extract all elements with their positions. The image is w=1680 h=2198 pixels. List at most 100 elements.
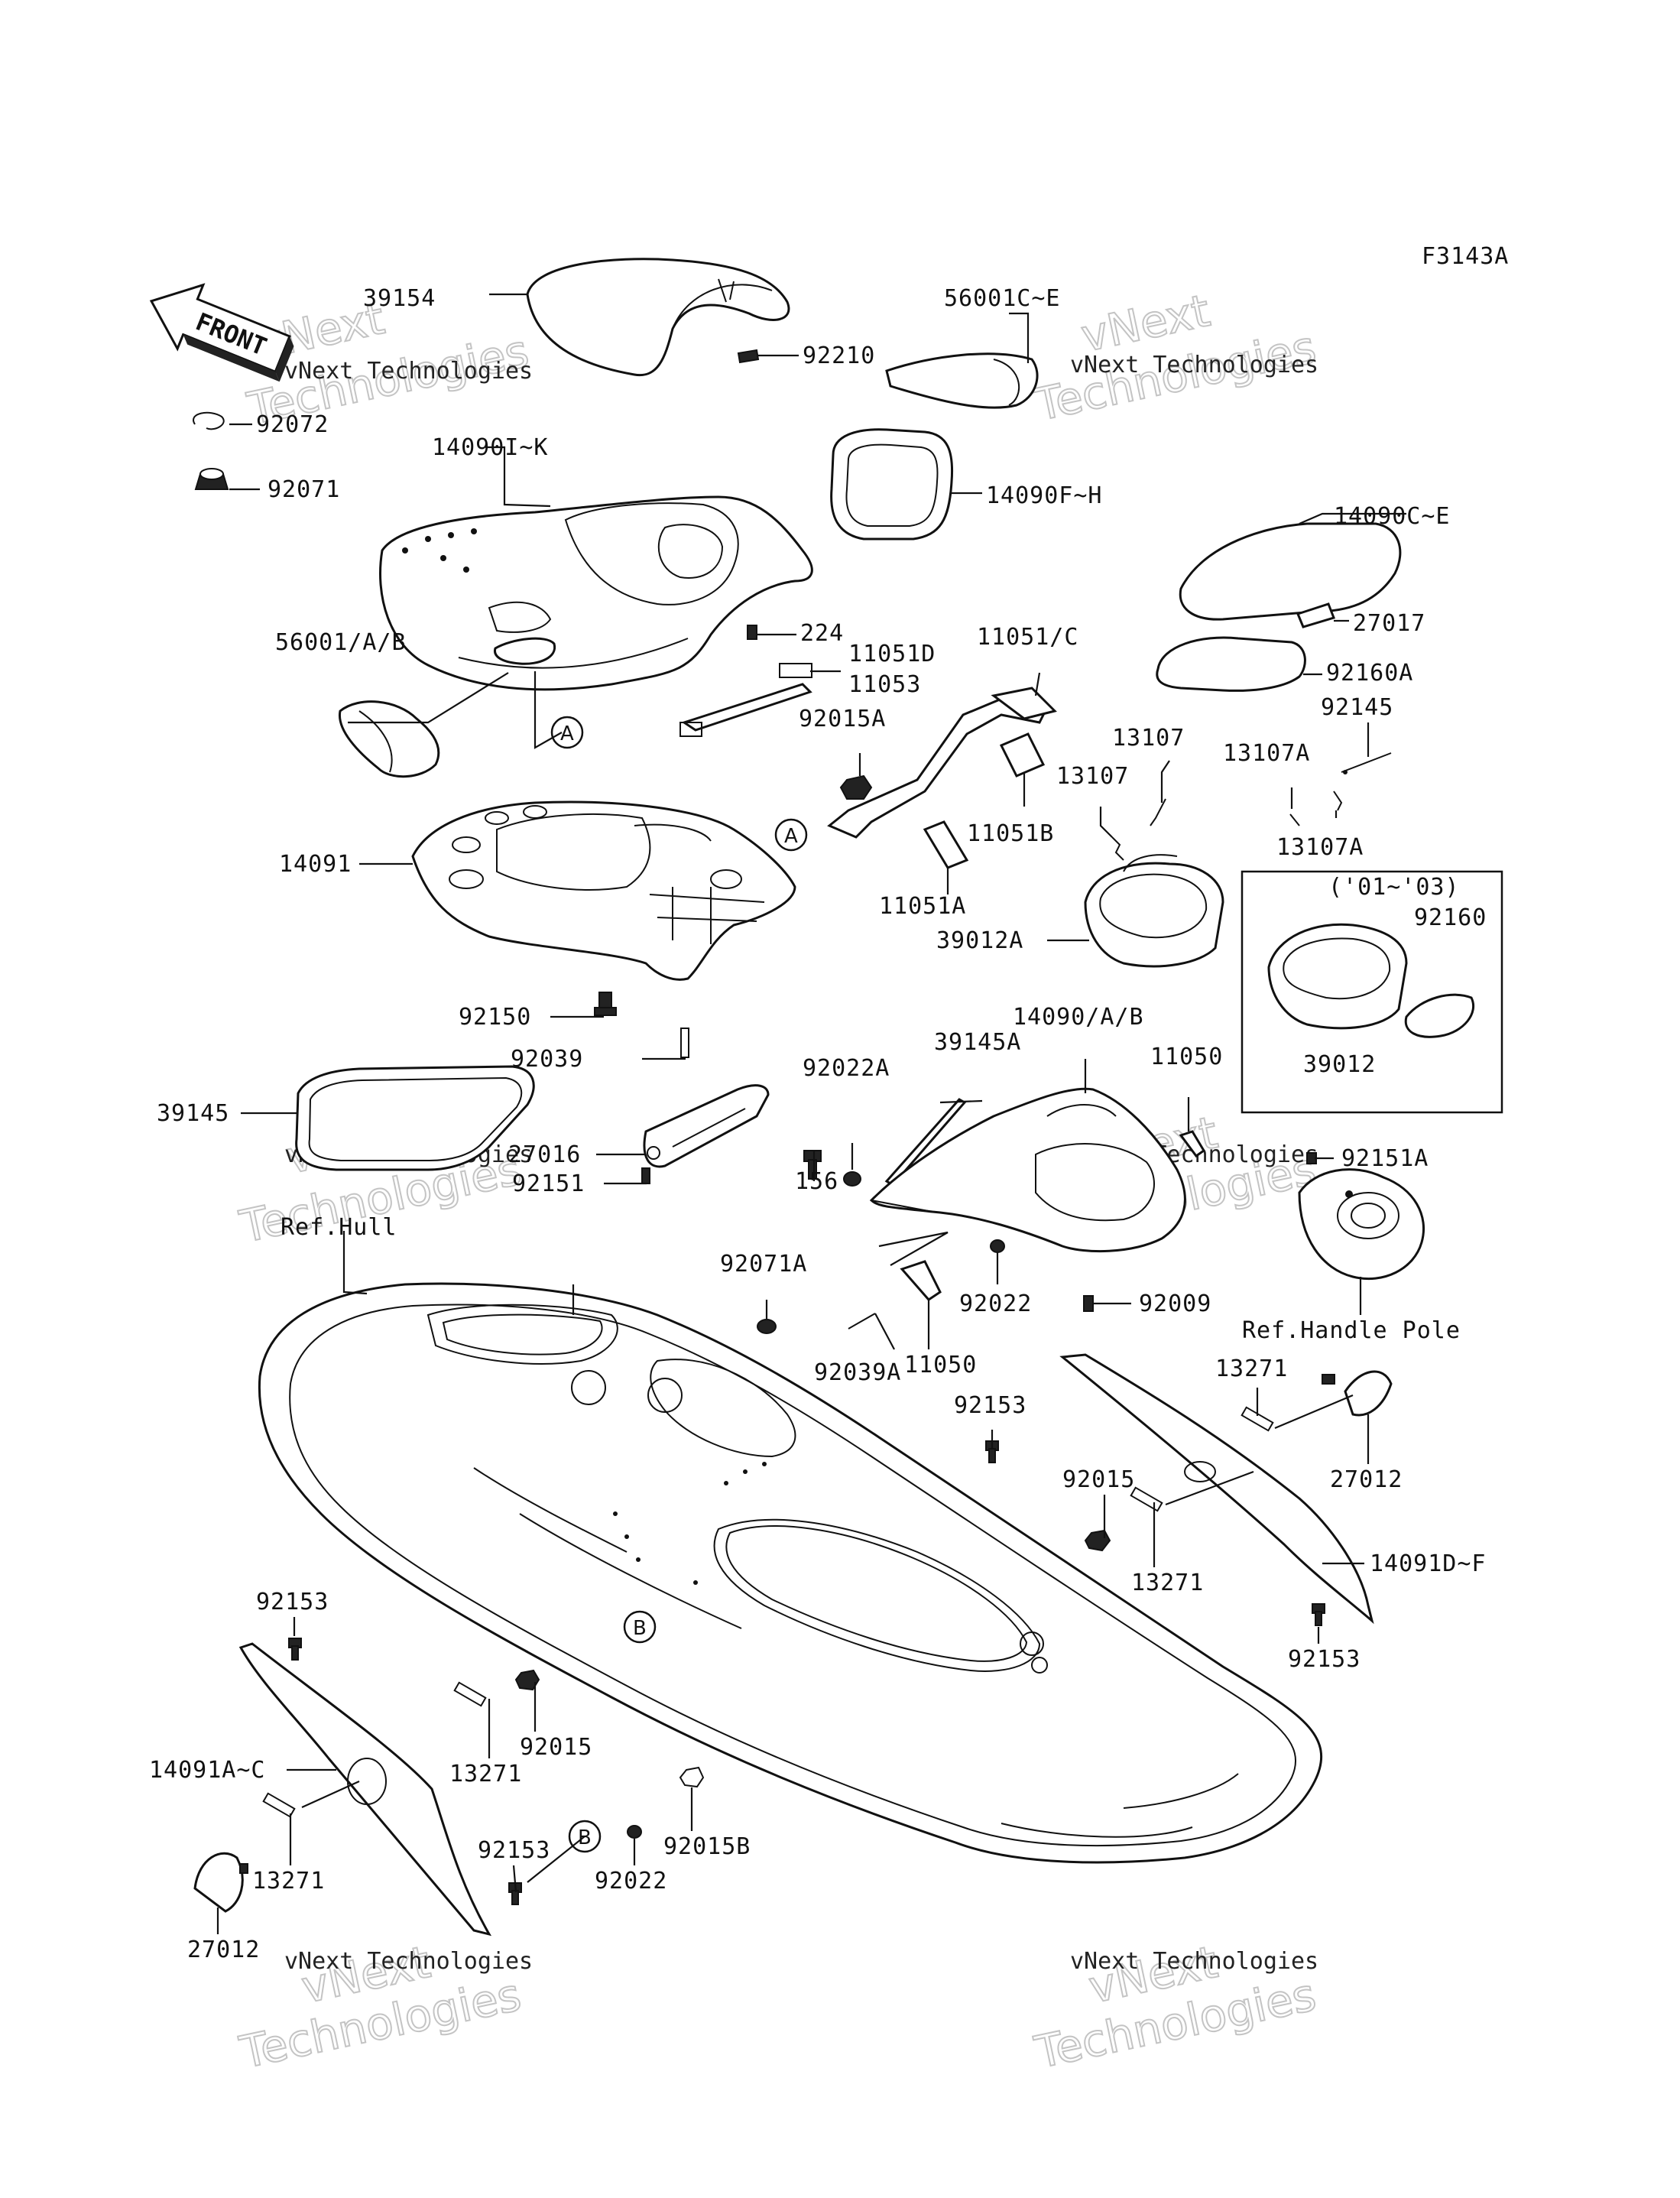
- bracket-11051b-part: [999, 732, 1046, 778]
- label-92145: 92145: [1321, 694, 1393, 721]
- label-13107-a: 13107: [1112, 725, 1185, 752]
- label-11051d: 11051D: [848, 641, 936, 667]
- part-labels: 39154 92072 92071 92210 56001C~E 14090I~…: [149, 285, 1487, 1963]
- cover-pad-14090c-part: [1179, 522, 1402, 621]
- bucket-39012a-part: [1084, 854, 1224, 968]
- label-14090i-k: 14090I~K: [432, 434, 549, 461]
- grommet-92071a-part: [757, 1319, 777, 1334]
- label-92160a: 92160A: [1326, 660, 1413, 687]
- svg-text:B: B: [633, 1617, 647, 1640]
- label-92015-a: 92015: [1062, 1466, 1135, 1493]
- svg-text:A: A: [560, 722, 574, 745]
- label-92015b: 92015B: [663, 1833, 751, 1860]
- nut-92015-right-part: [1084, 1529, 1111, 1552]
- label-92015a: 92015A: [799, 706, 886, 732]
- label-27017-part: [1296, 602, 1335, 628]
- nut-92015b-part: [679, 1766, 705, 1788]
- label-92160: 92160: [1414, 904, 1487, 931]
- label-92015-b: 92015: [520, 1734, 592, 1761]
- bolt-92210-part: [737, 349, 760, 364]
- washer-92022-b-part: [627, 1825, 642, 1839]
- label-27016: 27016: [508, 1141, 581, 1168]
- label-92153-b: 92153: [1288, 1646, 1361, 1673]
- label-14091: 14091: [279, 851, 352, 878]
- label-92153-d: 92153: [478, 1837, 550, 1864]
- label-14091d-f: 14091D~F: [1370, 1550, 1487, 1577]
- label-13271-a: 13271: [1215, 1355, 1288, 1382]
- bracket-11051c-part: [827, 687, 1057, 839]
- bracket-11051a-part: [923, 820, 969, 869]
- screw-92009-part: [1083, 1295, 1094, 1312]
- label-92210: 92210: [803, 343, 875, 369]
- clip-13107-part: [1111, 791, 1343, 861]
- label-14090c-e: 14090C~E: [1334, 503, 1451, 530]
- label-39145a: 39145A: [934, 1029, 1021, 1056]
- hull-part: [258, 1282, 1323, 1864]
- bracket-27016-part: [643, 1084, 770, 1168]
- washer-92022-part: [990, 1239, 1005, 1253]
- label-ref-handle-pole: Ref.Handle Pole: [1242, 1317, 1461, 1344]
- label-11050-a: 11050: [1150, 1044, 1223, 1070]
- label-13107a-a: 13107A: [1223, 740, 1310, 767]
- screw-224-part: [747, 625, 757, 640]
- seat-cover-part: [526, 258, 790, 377]
- screw-92151-part: [641, 1167, 650, 1184]
- label-92151: 92151: [512, 1170, 585, 1197]
- bolt-92153-c-part: [288, 1638, 302, 1661]
- label-224: 224: [800, 620, 844, 647]
- strap-13271-c-part: [453, 1681, 487, 1707]
- bracket-11050-top-part: [1179, 1130, 1206, 1158]
- gasket-39145-part: [295, 1065, 535, 1171]
- strap-13271-a-part: [1241, 1406, 1274, 1432]
- bolt-92150-part: [594, 992, 617, 1016]
- label-14090-a-b: 14090/A/B: [1013, 1004, 1144, 1031]
- label-156: 156: [795, 1168, 838, 1195]
- label-13271-d: 13271: [252, 1868, 325, 1894]
- bracket-11051d-part: [679, 663, 812, 737]
- label-11051-c: 11051/C: [977, 624, 1078, 651]
- front-arrow-icon: FRONT: [149, 283, 294, 382]
- label-ref-hull: Ref.Hull: [281, 1214, 397, 1241]
- bracket-27012-right-part: [1322, 1370, 1393, 1417]
- svg-text:B: B: [578, 1826, 592, 1849]
- label-92022-b: 92022: [595, 1868, 667, 1894]
- side-rail-14091a-part: [238, 1642, 492, 1937]
- strap-13271-d-part: [262, 1792, 296, 1818]
- ref-marker-a-1: A: [550, 716, 584, 749]
- nut-92015a-part: [839, 774, 873, 800]
- bracket-27012-left-part: [193, 1852, 248, 1913]
- label-14091a-c: 14091A~C: [149, 1757, 266, 1784]
- label-92153-c: 92153: [256, 1589, 329, 1615]
- label-39012: 39012: [1303, 1051, 1376, 1078]
- label-13271-b: 13271: [1131, 1570, 1204, 1596]
- label-39145: 39145: [157, 1100, 229, 1127]
- bolt-156-part: [803, 1150, 822, 1180]
- label-92039: 92039: [511, 1046, 583, 1073]
- label-27017: 27017: [1353, 610, 1425, 637]
- label-11053: 11053: [848, 671, 921, 698]
- ref-marker-a-2: A: [774, 818, 808, 852]
- label-13107-b: 13107: [1056, 763, 1129, 790]
- label-year-range: ('01~'03): [1328, 874, 1460, 901]
- watermark-bottom-left: Technologies vNext vNext Technologies: [235, 1935, 533, 2079]
- label-92153-a: 92153: [954, 1392, 1026, 1419]
- pin-92039-part: [680, 1028, 689, 1058]
- pad-92160a-part: [1156, 636, 1306, 692]
- label-13107a-b: 13107A: [1276, 834, 1364, 861]
- small-cover-56001-part: [494, 637, 556, 665]
- grommet-part: [194, 468, 229, 490]
- svg-text:vNext Technologies: vNext Technologies: [1070, 352, 1318, 378]
- label-11050-b: 11050: [904, 1352, 977, 1378]
- label-11051a: 11051A: [879, 893, 966, 920]
- bracket-11050-bottom-part: [900, 1260, 942, 1301]
- svg-text:A: A: [784, 825, 798, 848]
- inset-box: [1241, 870, 1503, 1114]
- label-92151a: 92151A: [1341, 1145, 1429, 1172]
- label-92071a: 92071A: [720, 1251, 807, 1278]
- deck-panel-14090-part: [869, 1087, 1186, 1253]
- clip-part: [193, 411, 225, 430]
- label-92150: 92150: [459, 1004, 531, 1031]
- label-56001-a-b: 56001/A/B: [275, 629, 407, 656]
- bolt-92153-b-part: [1312, 1603, 1325, 1626]
